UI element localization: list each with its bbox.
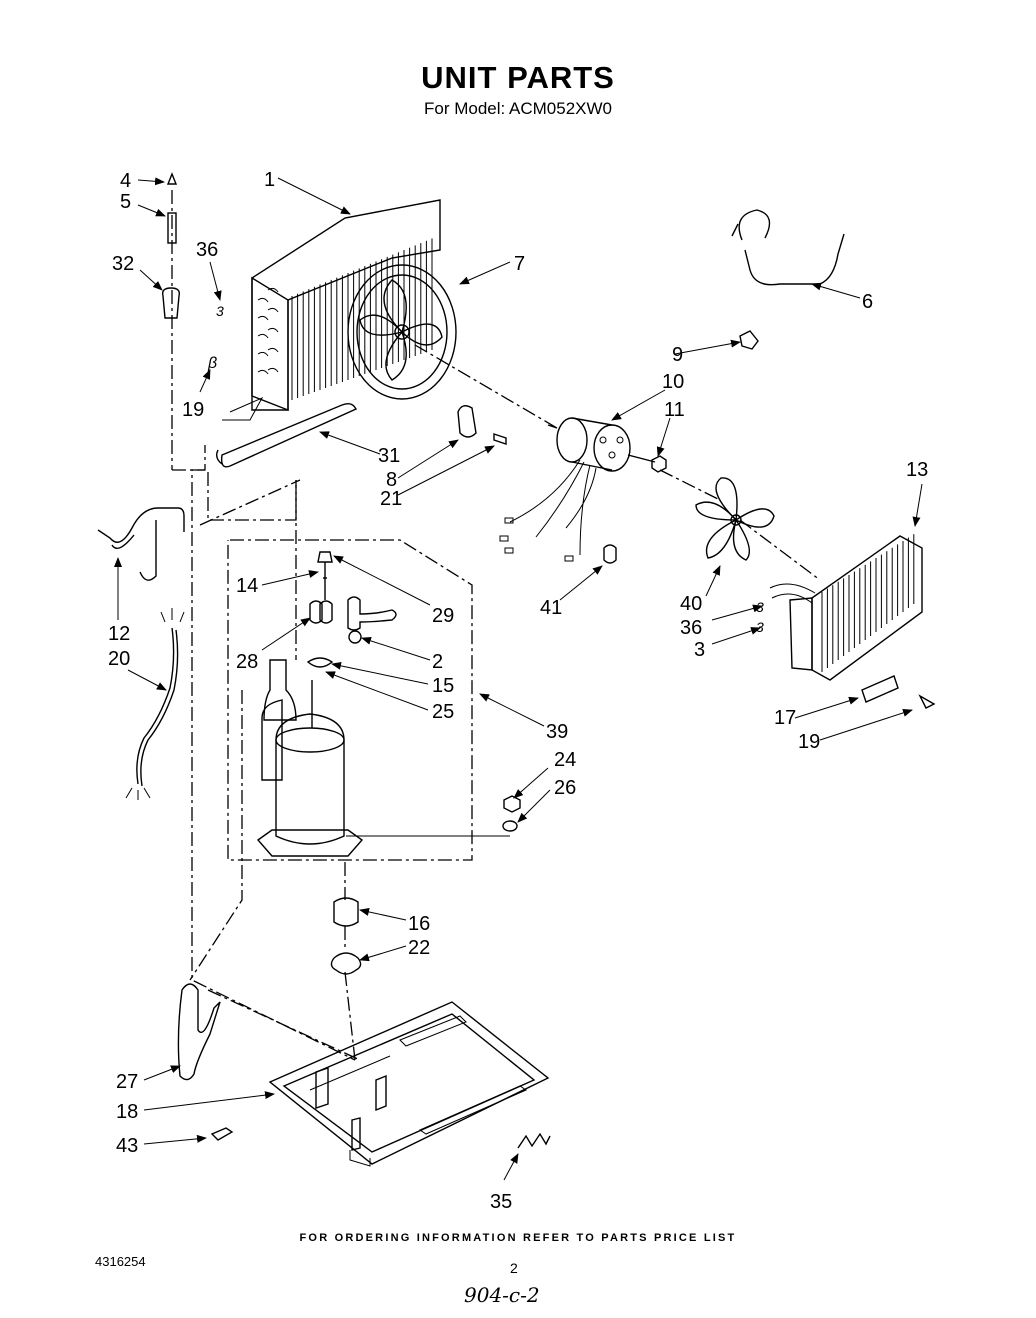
- fastener-41-part: [603, 544, 617, 564]
- page-title: UNIT PARTS: [421, 60, 615, 95]
- callout-label: 17: [774, 707, 796, 729]
- callout-label: 19: [182, 399, 204, 421]
- svg-text:3: 3: [216, 303, 224, 319]
- clip-part: [457, 405, 477, 438]
- callout-label: 1: [264, 169, 275, 191]
- compressor-part: [256, 659, 364, 857]
- condenser-coil-part: [251, 199, 441, 412]
- callout-label: 36: [196, 239, 218, 261]
- callout-label: 24: [554, 749, 576, 771]
- callout-numbers: 4 5 32 36 19 1 7 6 9 10 11 13 31 8 21 41…: [108, 169, 928, 1213]
- callout-label: 5: [120, 191, 131, 213]
- callout-label: 20: [108, 648, 130, 670]
- nut-2-part: [348, 630, 362, 644]
- fan-motor-part: [499, 417, 656, 562]
- svg-text:3: 3: [756, 599, 764, 615]
- callout-label: 3: [694, 639, 705, 661]
- strap-part: [177, 983, 221, 1081]
- bolt-29-part: [317, 551, 333, 563]
- callout-label: 12: [108, 623, 130, 645]
- base-pan-part: [268, 1001, 550, 1167]
- callout-leaders: [114, 177, 923, 1181]
- clip-35-part: [517, 1132, 551, 1149]
- callout-label: 8: [386, 469, 397, 491]
- nut-24-part: [503, 795, 521, 813]
- callout-label: 19: [798, 731, 820, 753]
- document-number: 4316254: [95, 1254, 146, 1269]
- callout-label: 10: [662, 371, 684, 393]
- grommet-16-part: [333, 897, 359, 927]
- thermostat-probe-part: [161, 172, 181, 319]
- callout-label: 26: [554, 777, 576, 799]
- callout-label: 18: [116, 1101, 138, 1123]
- screw-part: [493, 433, 507, 445]
- callout-label: 14: [236, 575, 258, 597]
- condenser-fan-shroud-part: [347, 264, 457, 400]
- svg-text:β: β: [207, 355, 217, 372]
- callout-label: 2: [432, 651, 443, 673]
- callout-label: 22: [408, 937, 430, 959]
- callout-label: 15: [432, 675, 454, 697]
- evaporator-coil-part: [769, 534, 923, 681]
- callout-label: 25: [432, 701, 454, 723]
- overload-part: [309, 600, 333, 624]
- wire-bracket-part: [731, 209, 845, 286]
- callout-label: 11: [664, 399, 685, 421]
- clip-19-right-part: [918, 694, 936, 709]
- handwritten-note: 904-c-2: [464, 1283, 540, 1307]
- callout-label: 13: [906, 459, 928, 481]
- bracket-part: [739, 330, 759, 350]
- callout-label: 32: [112, 253, 134, 275]
- callout-label: 28: [236, 651, 258, 673]
- clip-17-part: [861, 675, 899, 703]
- callout-label: 29: [432, 605, 454, 627]
- callout-label: 27: [116, 1071, 138, 1093]
- washer-15-part: [306, 657, 334, 668]
- callout-label: 6: [862, 291, 873, 313]
- motor-nut-part: [651, 455, 667, 473]
- ordering-note: FOR ORDERING INFORMATION REFER TO PARTS …: [299, 1232, 737, 1244]
- callout-label: 41: [540, 597, 562, 619]
- callout-label: 4: [120, 170, 131, 192]
- callout-label: 31: [378, 445, 400, 467]
- svg-text:3: 3: [756, 619, 764, 635]
- callout-label: 43: [116, 1135, 138, 1157]
- page-number: 2: [510, 1260, 518, 1276]
- blower-wheel-part: [695, 477, 775, 561]
- callout-label: 36: [680, 617, 702, 639]
- callout-label: 40: [680, 593, 702, 615]
- condensate-tube-part: [215, 402, 357, 468]
- callout-label: 35: [490, 1191, 512, 1213]
- callout-label: 7: [514, 253, 525, 275]
- model-subtitle: For Model: ACM052XW0: [423, 99, 612, 118]
- callout-label: 16: [408, 913, 430, 935]
- capillary-tube-part: [97, 507, 185, 581]
- callout-label: 9: [672, 344, 683, 366]
- callout-label: 21: [380, 488, 402, 510]
- grommet-22-part: [330, 952, 362, 975]
- terminal-cover-part: [347, 596, 397, 631]
- wire-harness-part: [136, 627, 179, 787]
- screw-43-part: [210, 1127, 234, 1141]
- washer-26-part: [502, 820, 518, 832]
- callout-label: 39: [546, 721, 568, 743]
